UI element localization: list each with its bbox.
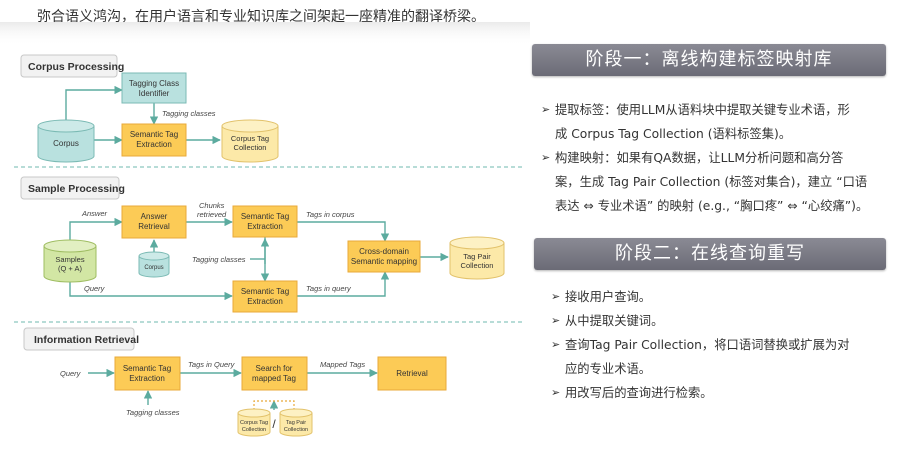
svg-text:Semantic Tag: Semantic Tag — [241, 212, 289, 221]
rag-tagging-diagram: Corpus Processing Sample Processing Info… — [0, 22, 530, 437]
svg-text:Search for: Search for — [256, 364, 293, 373]
node-retrieval: Retrieval — [377, 356, 447, 391]
section-sample-processing: Sample Processing — [20, 176, 125, 200]
node-semantic-tag-extraction-4: Semantic Tag Extraction — [114, 356, 181, 391]
svg-text:Semantic Tag: Semantic Tag — [241, 287, 289, 296]
edge-label-retrieved: retrieved — [197, 210, 227, 219]
node-cross-domain-semantic-mapping: Cross-domain Semantic mapping — [347, 240, 421, 273]
svg-text:Extraction: Extraction — [247, 297, 283, 306]
edge-label-query-ir: Query — [60, 369, 82, 378]
svg-text:Extraction: Extraction — [247, 222, 283, 231]
edge-label-tags-in-corpus: Tags in corpus — [306, 210, 355, 219]
stage2-list: ➢ 接收用户查询。 ➢ 从中提取关键词。 ➢ 查询Tag Pair Collec… — [551, 285, 891, 405]
edge-label-mapped-tags: Mapped Tags — [320, 360, 365, 369]
section-title: Corpus Processing — [28, 61, 124, 73]
stage2-item: ➢ 用改写后的查询进行检索。 — [551, 381, 891, 405]
node-corpus-cylinder: Corpus — [37, 119, 95, 163]
node-tagging-class-identifier: Tagging Class Identifier — [121, 72, 187, 104]
node-semantic-tag-extraction-3: Semantic Tag Extraction — [232, 280, 298, 313]
svg-text:Semantic mapping: Semantic mapping — [351, 257, 417, 266]
svg-text:Samples: Samples — [55, 255, 84, 264]
svg-text:Collection: Collection — [461, 261, 494, 270]
svg-text:Semantic Tag: Semantic Tag — [130, 130, 178, 139]
stage2-item: ➢ 接收用户查询。 — [551, 285, 891, 309]
node-tag-pair-collection: Tag Pair Collection — [449, 236, 505, 280]
slash: / — [272, 417, 276, 431]
svg-text:Corpus: Corpus — [144, 265, 163, 271]
svg-text:Extraction: Extraction — [129, 374, 165, 383]
svg-text:Identifier: Identifier — [139, 89, 170, 98]
node-semantic-tag-extraction-1: Semantic Tag Extraction — [121, 123, 187, 157]
edge-label-tagging-classes-ir: Tagging classes — [126, 408, 180, 417]
svg-text:Tag Pair: Tag Pair — [463, 252, 491, 261]
svg-text:Answer: Answer — [141, 212, 168, 221]
svg-text:Semantic Tag: Semantic Tag — [123, 364, 171, 373]
node-corpus-small-cylinder: Corpus — [138, 251, 170, 278]
svg-text:Corpus Tag: Corpus Tag — [231, 134, 269, 143]
stage1-title: 阶段一：离线构建标签映射库 — [532, 44, 886, 76]
edge-label-chunks: Chunks — [199, 201, 225, 210]
edge-label-tags-in-query: Tags in query — [306, 284, 352, 293]
bullet-icon: ➢ — [551, 386, 561, 399]
svg-text:Extraction: Extraction — [136, 140, 172, 149]
edge-label-tags-in-query-ir: Tags in Query — [188, 360, 236, 369]
edge-label-tagging-classes-2: Tagging classes — [192, 255, 246, 264]
svg-text:Collection: Collection — [284, 427, 308, 433]
node-corpus-tag-collection: Corpus Tag Collection — [221, 119, 279, 163]
node-semantic-tag-extraction-2: Semantic Tag Extraction — [232, 205, 298, 238]
edge-label-query: Query — [84, 284, 106, 293]
section-title: Sample Processing — [28, 183, 125, 195]
svg-text:Retrieval: Retrieval — [396, 369, 428, 378]
svg-text:Retrieval: Retrieval — [138, 222, 170, 231]
section-corpus-processing: Corpus Processing — [20, 54, 124, 78]
svg-text:(Q + A): (Q + A) — [58, 264, 82, 273]
section-title: Information Retrieval — [34, 334, 139, 346]
bullet-icon: ➢ — [551, 338, 561, 351]
node-corpus-tag-small-cylinder: Corpus Tag Collection — [237, 408, 271, 437]
node-search-mapped-tag: Search for mapped Tag — [241, 356, 308, 391]
svg-text:mapped Tag: mapped Tag — [252, 374, 296, 383]
node-samples-cylinder: Samples (Q + A) — [43, 239, 97, 283]
bullet-icon: ➢ — [551, 290, 561, 303]
svg-text:Tag Pair: Tag Pair — [286, 420, 306, 426]
section-information-retrieval: Information Retrieval — [23, 327, 139, 351]
stage1-item: ➢ 构建映射：如果有QA数据，让LLM分析问题和高分答 案，生成 Tag Pai… — [541, 146, 891, 218]
stage1-item: ➢ 提取标签：使用LLM从语料块中提取关键专业术语，形 成 Corpus Tag… — [541, 98, 891, 146]
stage2-item: ➢ 从中提取关键词。 — [551, 309, 891, 333]
svg-text:Cross-domain: Cross-domain — [359, 247, 409, 256]
edge-label-tagging-classes: Tagging classes — [162, 109, 216, 118]
bullet-icon: ➢ — [551, 314, 561, 327]
svg-text:Tagging Class: Tagging Class — [129, 79, 179, 88]
intro-text: 弥合语义鸿沟，在用户语言和专业知识库之间架起一座精准的翻译桥梁。 — [37, 9, 485, 25]
bullet-icon: ➢ — [541, 103, 551, 116]
edge-label-answer: Answer — [81, 209, 108, 218]
svg-text:Collection: Collection — [242, 427, 266, 433]
svg-text:Corpus: Corpus — [53, 139, 79, 148]
node-tag-pair-small-cylinder: Tag Pair Collection — [279, 408, 313, 437]
svg-text:Corpus Tag: Corpus Tag — [240, 420, 268, 426]
node-answer-retrieval: Answer Retrieval — [121, 205, 187, 239]
stage1-list: ➢ 提取标签：使用LLM从语料块中提取关键专业术语，形 成 Corpus Tag… — [541, 98, 891, 218]
svg-text:Collection: Collection — [234, 143, 267, 152]
stage2-item: ➢ 查询Tag Pair Collection，将口语词替换或扩展为对 应的专业… — [551, 333, 891, 381]
stage2-title: 阶段二：在线查询重写 — [534, 238, 886, 270]
bullet-icon: ➢ — [541, 151, 551, 164]
